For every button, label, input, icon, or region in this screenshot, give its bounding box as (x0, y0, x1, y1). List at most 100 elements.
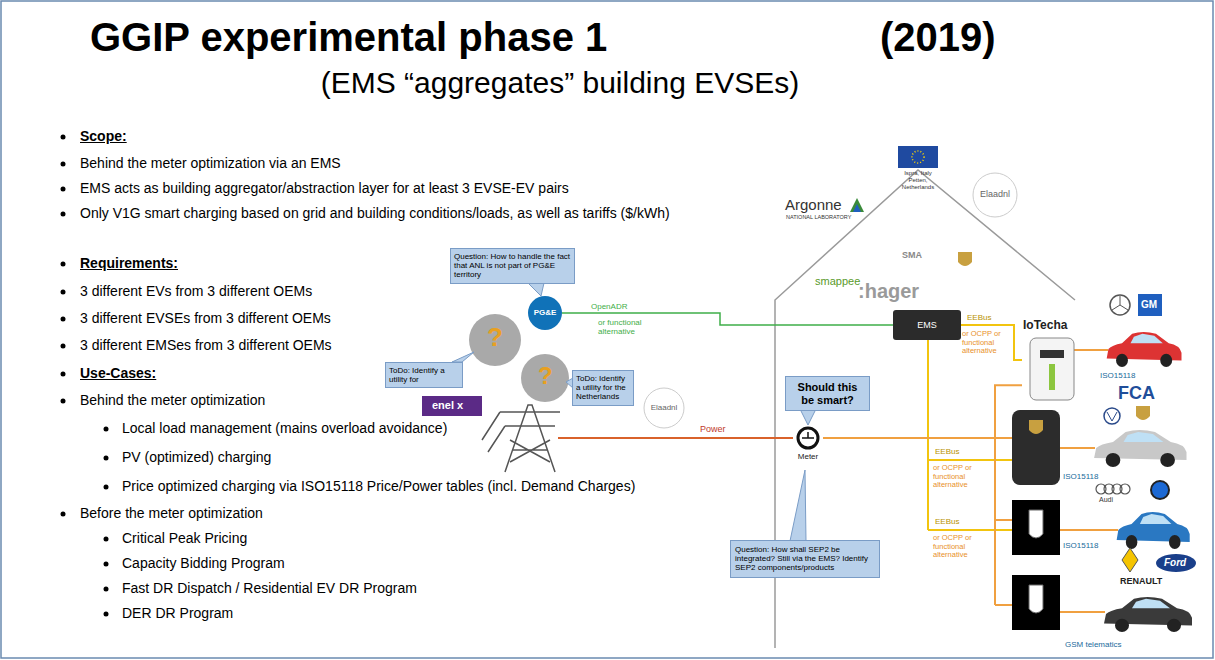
bullet-text: Only V1G smart charging based on grid an… (80, 205, 730, 221)
text-label: Audi (1099, 496, 1113, 504)
text-label: FCA (1118, 383, 1155, 404)
callout-pointers (452, 283, 816, 541)
text-label: or OCPP or functional alternative (962, 330, 1010, 356)
text-label: Ford (1164, 557, 1186, 569)
bullet-dot (61, 317, 66, 322)
bullet-dot (61, 212, 66, 217)
illustration-shape (790, 470, 806, 541)
meter-dial (798, 428, 818, 448)
illustration-shape (1012, 500, 1060, 555)
porsche-crest (958, 252, 972, 266)
evse-chargers (1012, 338, 1074, 630)
illustration-shape (898, 146, 938, 168)
bullet-dot (104, 485, 109, 490)
text-label: :hager (858, 280, 919, 303)
illustration-shape (1156, 554, 1196, 572)
bullet-text: Capacity Bidding Program (122, 555, 285, 571)
enel-logo (422, 396, 482, 416)
todo-callout: ToDo: Identify a utility for the Netherl… (572, 370, 634, 406)
text-label: ? (487, 323, 503, 353)
bullet-text: 3 different EMSes from 3 different OEMs (80, 337, 332, 353)
bullet-dot (104, 427, 109, 432)
connector (961, 325, 1022, 360)
question-bubble: Should this be smart? (785, 376, 870, 411)
illustration-shape (1012, 575, 1060, 630)
bullet-text: 3 different EVSEs from 3 different OEMs (80, 310, 331, 326)
bullet-dot (104, 537, 109, 542)
text-label: NATIONAL LABORATORY (786, 214, 851, 220)
illustration-shape (1029, 420, 1043, 434)
illustration-shape (500, 412, 560, 462)
illustration-shape (521, 354, 569, 402)
text-label: Argonne (785, 196, 842, 213)
illustration-shape (1094, 430, 1186, 467)
evse-charger: IoTecha (1022, 318, 1082, 402)
text-label: enel x (432, 399, 463, 412)
illustration-shape (1112, 296, 1128, 310)
text-label: ? (538, 362, 553, 390)
ems-device: EMS (893, 310, 961, 340)
bullet-dot (61, 344, 66, 349)
illustration-shape (1012, 410, 1060, 485)
node-text: ToDo: Identify a utility for the Netherl… (576, 374, 630, 402)
node-text: Question: How to handle the fact that AN… (454, 252, 571, 280)
illustration-shape (1110, 295, 1130, 315)
illustration-shape (1122, 548, 1138, 572)
text-label: smappee (815, 275, 860, 288)
text-label: Elaadnl (644, 403, 684, 412)
text-label: (2019) (880, 14, 996, 60)
meter-symbol (792, 426, 822, 452)
node-text: IoTecha (1023, 319, 1081, 333)
bullet-dot (61, 290, 66, 295)
bullet-text: Behind the meter optimization (80, 392, 265, 408)
illustration-shape (1040, 350, 1064, 358)
slide-title: GGIP experimental phase 1 (90, 14, 607, 60)
question-callout: Question: How to handle the fact that AN… (450, 248, 575, 284)
illustration-shape (1107, 332, 1182, 367)
bullet-text: Before the meter optimization (80, 505, 263, 521)
text-label: ISO15118 (1063, 472, 1098, 481)
illustration-shape (1029, 585, 1043, 613)
bullet-dot (61, 399, 66, 404)
node-text: Meter (793, 452, 823, 461)
edge-label: EEBus (966, 313, 992, 322)
illustration-shape (528, 283, 544, 296)
bullet-dot (61, 372, 66, 377)
illustration-shape (1117, 512, 1190, 549)
illustration-shape (505, 405, 555, 472)
brand-logos (1096, 294, 1196, 572)
illustration-shape (469, 314, 521, 366)
question-callout: Question: How shall SEP2 be integrated? … (730, 540, 880, 578)
illustration-shape (1138, 294, 1162, 316)
elaad-logo (973, 173, 1017, 217)
bullet-dot (104, 587, 109, 592)
meter-needle (802, 432, 814, 438)
edge-label: OpenADR (590, 302, 628, 311)
bullet-dot (61, 162, 66, 167)
bullet-text: Requirements: (80, 255, 178, 271)
illustration-shape (850, 198, 864, 212)
utility-logo: PG&E (528, 296, 562, 330)
illustration-shape (1029, 510, 1043, 538)
illustration-shape (912, 151, 924, 163)
text-label: or functional alternative (598, 318, 660, 336)
node-text: Question: How shall SEP2 be integrated? … (735, 545, 875, 573)
eu-flag (898, 146, 938, 168)
illustration-shape (452, 352, 474, 362)
bullet-text: Critical Peak Pricing (122, 530, 247, 546)
bullet-text: Scope: (80, 128, 127, 144)
illustration-shape (1096, 484, 1130, 494)
text-label: EEBus (935, 517, 959, 526)
illustration-shape (1030, 338, 1074, 400)
bullet-text: Price optimized charging via ISO15118 Pr… (122, 478, 635, 494)
bullet-text: Behind the meter optimization via an EMS (80, 155, 341, 171)
node-text: PG&E (534, 308, 557, 317)
text-label: ISO15118 (1100, 371, 1135, 380)
bullet-dot (104, 456, 109, 461)
text-label: or OCPP or functional alternative (933, 534, 985, 560)
bullet-text: 3 different EVs from 3 different OEMs (80, 283, 312, 299)
text-label: Ispra, Italy Petten, Netherlands (896, 170, 940, 191)
power-line (558, 437, 793, 439)
text-label: ISO15118 (1063, 541, 1098, 550)
